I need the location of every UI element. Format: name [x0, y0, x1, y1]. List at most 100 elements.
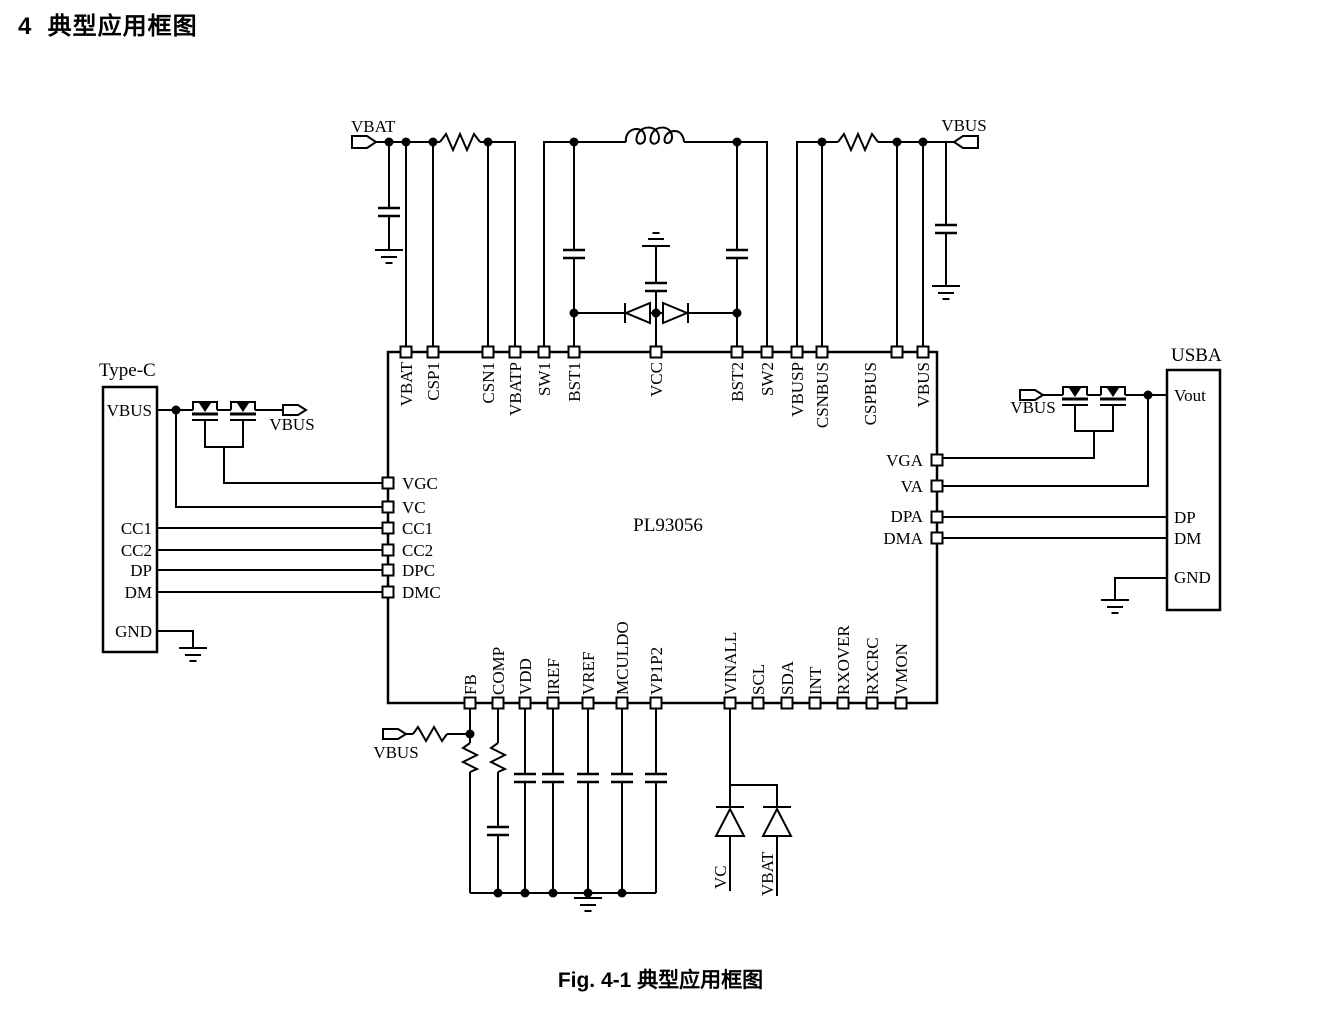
pin-label-vp1p2: VP1P2: [647, 647, 666, 695]
pin-label-vref: VREF: [579, 652, 598, 695]
pin-label-dpa: DPA: [891, 507, 924, 526]
resistor-comp: [488, 742, 508, 773]
vc-terminal-label: VC: [711, 865, 730, 889]
feedback-network: [382, 703, 667, 912]
typec-connector: [101, 385, 388, 662]
ic-pin: [916, 345, 930, 359]
pin-label-scl: SCL: [749, 664, 768, 695]
junction-dots: [171, 137, 1153, 898]
ground-symbol: [375, 249, 403, 264]
vbat-terminal-label: VBAT: [351, 117, 396, 136]
pin-label-bst2: BST2: [728, 362, 747, 402]
pin-label-sda: SDA: [778, 660, 797, 695]
mosfet-q4: [1100, 386, 1126, 406]
figure-caption: Fig. 4-1 典型应用框图: [557, 969, 764, 992]
typec-pin-dm: DM: [125, 583, 152, 602]
pin-label-rxcrc: RXCRC: [863, 637, 882, 695]
section-heading: 4 典型应用框图: [18, 13, 198, 40]
vbat-terminal: [351, 135, 378, 149]
ic-pin: [930, 453, 944, 467]
ground-symbol-inverted: [642, 232, 670, 247]
diode-bst1: [623, 301, 651, 325]
ic-pin: [463, 696, 477, 710]
mosfet-q2: [230, 401, 256, 421]
ic-pin: [815, 345, 829, 359]
pin-label-va: VA: [901, 477, 924, 496]
ic-pin: [730, 345, 744, 359]
vbat-terminal-label-btm: VBAT: [758, 851, 777, 896]
bst2-capacitor: [726, 142, 748, 346]
ic-pin: [508, 345, 522, 359]
ic-pin: [930, 510, 944, 524]
terminal-labels: VBAT VBUS VBUS VBUS VBUS VC VBAT: [269, 116, 1055, 896]
typec-pin-cc2: CC2: [121, 541, 152, 560]
ic-pin: [399, 345, 413, 359]
typec-pin-gnd: GND: [115, 622, 152, 641]
ground-symbol: [932, 285, 960, 300]
ic-pin: [426, 345, 440, 359]
resistor-fb-bottom: [460, 742, 480, 773]
switch-node-rail: [543, 126, 768, 346]
typec-vbus-load-switch: [192, 401, 388, 484]
typec-pin-dp: DP: [130, 561, 152, 580]
mosfet-q1: [192, 401, 218, 421]
ic-pin: [649, 696, 663, 710]
bootstrap-diodes: [574, 232, 737, 346]
mosfet-q3: [1062, 386, 1088, 406]
pin-label-sw2: SW2: [758, 362, 777, 396]
usba-vbus-load-switch: [937, 386, 1167, 487]
vbus-terminal-usba: [1019, 389, 1045, 401]
pin-label-mculdo: MCULDO: [613, 621, 632, 695]
vbus-usba-switch-label: VBUS: [1010, 398, 1055, 417]
pin-label-iref: IREF: [544, 658, 563, 695]
usba-pin-dm: DM: [1174, 529, 1201, 548]
ic-pin: [381, 521, 395, 535]
typec-pin-cc1: CC1: [121, 519, 152, 538]
typec-labels: Type-C VBUS CC1 CC2 DP DM GND: [99, 360, 156, 641]
pin-label-vmon: VMON: [892, 643, 911, 695]
pin-label-int: INT: [806, 666, 825, 695]
pin-label-cspbus: CSPBUS: [861, 362, 880, 425]
ic-pin: [381, 543, 395, 557]
ic-bottom-pin-labels: FB COMP VDD IREF VREF MCULDO VP1P2 VINAL…: [461, 621, 911, 695]
resistor-vbus-sense: [837, 131, 879, 153]
diode-vbat: [761, 806, 793, 896]
ic-pin: [546, 696, 560, 710]
ic-pin: [808, 696, 822, 710]
ic-pin: [381, 500, 395, 514]
vbus-sense-rail: [796, 131, 979, 346]
pin-label-cc2: CC2: [402, 541, 433, 560]
vbus-typec-switch-label: VBUS: [269, 415, 314, 434]
pin-label-vbusp: VBUSP: [788, 362, 807, 417]
pin-label-vinall: VINALL: [721, 632, 740, 695]
usba-pin-vout: Vout: [1174, 386, 1206, 405]
mculdo-capacitor: [611, 703, 633, 893]
typec-title: Type-C: [99, 360, 156, 381]
ic-right-pin-labels: VGA VA DPA DMA: [883, 451, 923, 548]
vbus-terminal-top: [952, 135, 979, 149]
diode-bst2: [662, 301, 690, 325]
resistor-fb-top: [412, 724, 448, 744]
usba-labels: USBA Vout DP DM GND: [1171, 345, 1222, 587]
pin-label-vgc: VGC: [402, 474, 438, 493]
pin-label-dmc: DMC: [402, 583, 441, 602]
ic-pin: [481, 345, 495, 359]
pin-label-fb: FB: [461, 674, 480, 695]
ic-pin: [760, 345, 774, 359]
vbus-top-terminal-label: VBUS: [941, 116, 986, 135]
vbus-output-capacitor: [935, 142, 957, 286]
ic-pin: [615, 696, 629, 710]
pin-label-vc: VC: [402, 498, 426, 517]
pin-label-vga: VGA: [886, 451, 924, 470]
ic-left-pin-labels: VGC VC CC1 CC2 DPC DMC: [402, 474, 441, 602]
ic-top-pin-labels: VBAT CSP1 CSN1 VBATP SW1 BST1 VCC BST2 S…: [397, 361, 933, 428]
ic-pin: [567, 345, 581, 359]
usba-connector: [937, 368, 1222, 614]
ic-pin: [836, 696, 850, 710]
pin-label-csnbus: CSNBUS: [813, 362, 832, 428]
ic-pin: [491, 696, 505, 710]
ground-symbol: [1101, 599, 1129, 614]
ic-pin: [865, 696, 879, 710]
pin-label-cc1: CC1: [402, 519, 433, 538]
